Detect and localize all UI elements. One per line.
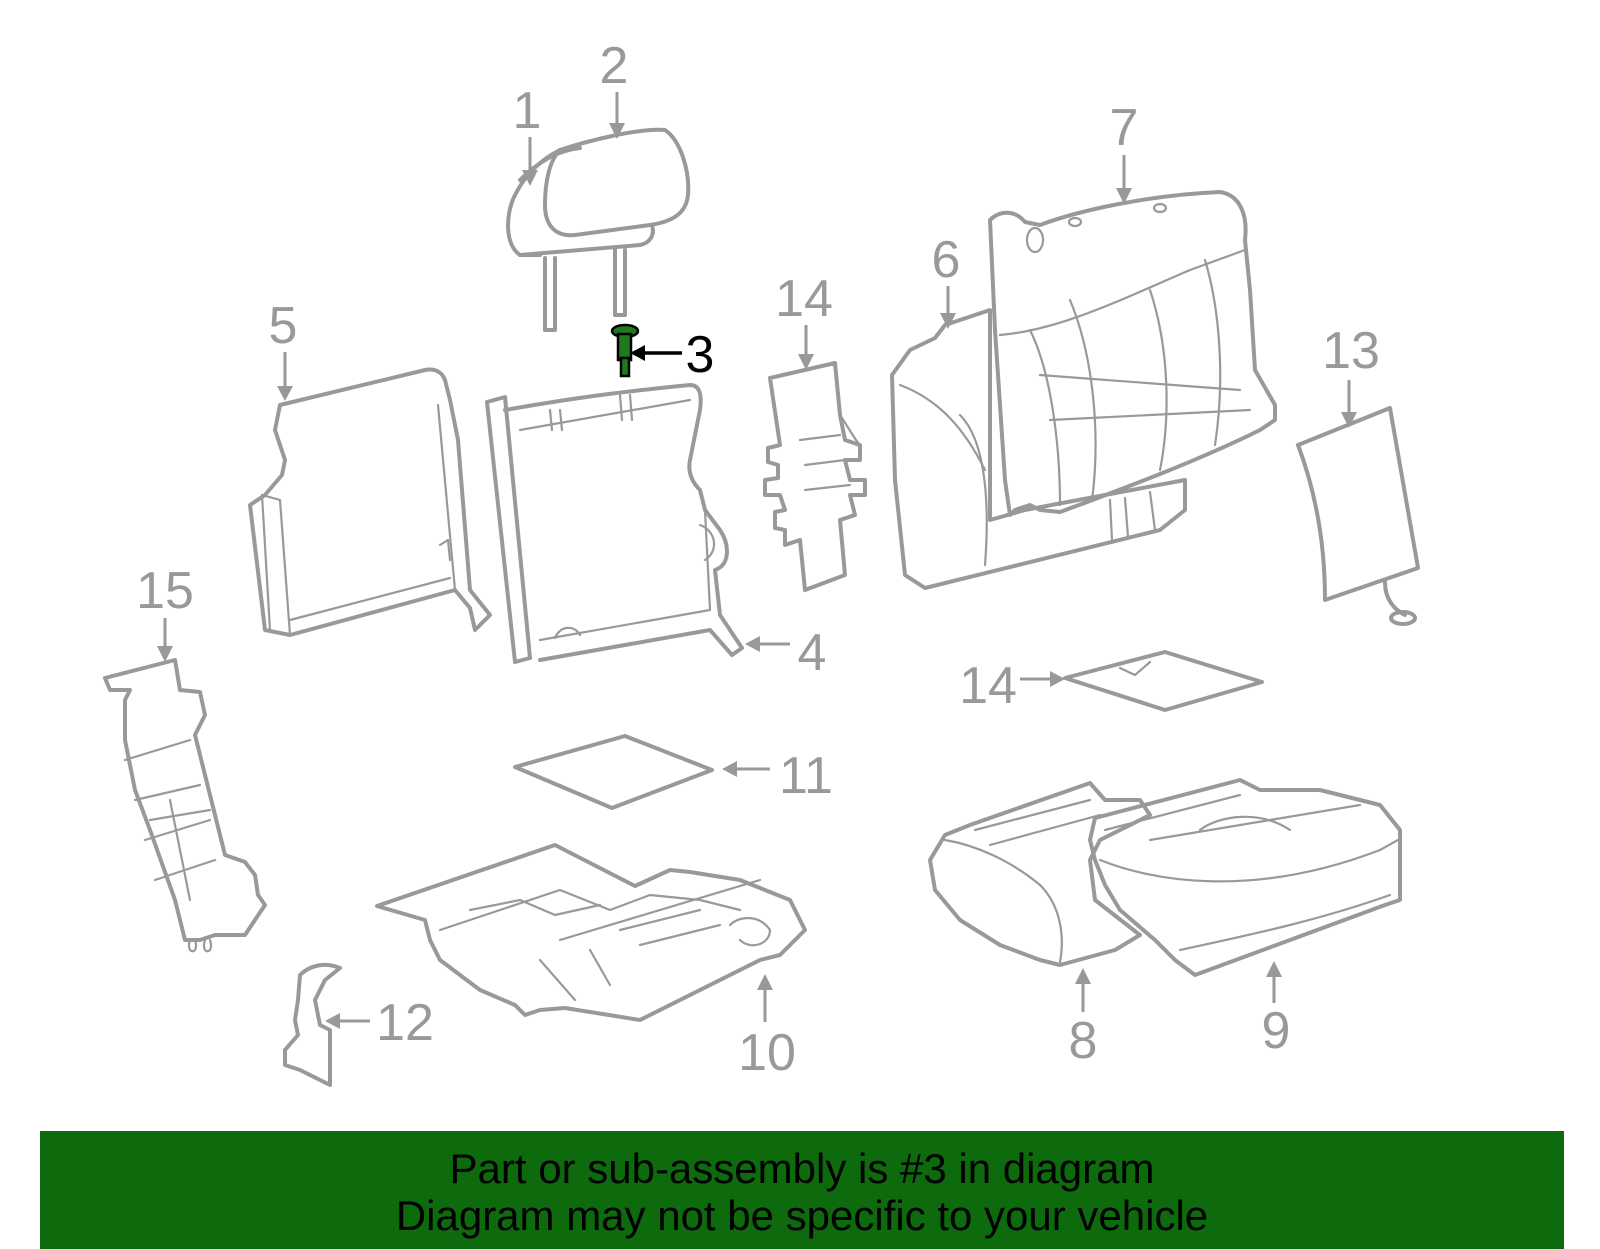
callout-2: 2 xyxy=(600,37,629,139)
info-banner: Part or sub-assembly is #3 in diagram Di… xyxy=(40,1131,1564,1249)
svg-text:1: 1 xyxy=(513,82,542,140)
callout-7: 7 xyxy=(1110,99,1139,204)
callout-15: 15 xyxy=(136,562,194,662)
seat-cushion-frame-part-10 xyxy=(375,843,807,1022)
headrest-part xyxy=(506,127,691,332)
svg-text:4: 4 xyxy=(798,624,827,682)
svg-text:2: 2 xyxy=(600,37,629,95)
svg-text:12: 12 xyxy=(376,994,434,1052)
banner-part-text: Part or sub-assembly is #3 in diagram xyxy=(449,1145,1155,1192)
callout-8: 8 xyxy=(1069,968,1098,1070)
seat-back-cover-part-7 xyxy=(988,190,1277,517)
seat-back-frame-part-4 xyxy=(485,383,744,664)
svg-text:9: 9 xyxy=(1262,1002,1291,1060)
heater-element-part-14-upper xyxy=(763,361,867,592)
svg-text:14: 14 xyxy=(775,270,833,328)
seat-cushion-cover-part-9 xyxy=(1088,778,1402,977)
callout-6: 6 xyxy=(932,231,961,329)
bracket-part-12 xyxy=(283,962,342,1087)
svg-text:13: 13 xyxy=(1322,322,1380,380)
svg-text:11: 11 xyxy=(779,747,833,805)
svg-text:15: 15 xyxy=(136,562,194,620)
seat-back-panel-part-5 xyxy=(248,367,492,637)
banner-disclaimer-text: Diagram may not be specific to your vehi… xyxy=(395,1192,1209,1239)
callout-10: 10 xyxy=(738,974,796,1082)
callout-12: 12 xyxy=(325,994,434,1052)
heater-pad-part-11 xyxy=(513,734,714,810)
svg-text:8: 8 xyxy=(1069,1012,1098,1070)
callout-14-upper: 14 xyxy=(775,270,833,370)
callout-1: 1 xyxy=(513,82,542,186)
callout-5: 5 xyxy=(269,297,298,401)
callout-14-lower: 14 xyxy=(959,657,1065,715)
svg-text:7: 7 xyxy=(1110,99,1139,157)
headrest-guide-part-3 xyxy=(610,323,640,378)
seat-cushion-pad-part-8 xyxy=(928,781,1152,967)
heater-pad-part-14-lower xyxy=(1063,650,1264,712)
svg-text:10: 10 xyxy=(738,1024,796,1082)
svg-text:14: 14 xyxy=(959,657,1017,715)
callout-4: 4 xyxy=(745,624,826,682)
svg-text:3: 3 xyxy=(686,326,715,384)
svg-text:6: 6 xyxy=(932,231,961,289)
side-shield-part-15 xyxy=(103,658,267,953)
svg-text:5: 5 xyxy=(269,297,298,355)
back-cushion-pad-part-6 xyxy=(890,308,1187,590)
back-panel-part-13 xyxy=(1296,406,1420,626)
callout-13: 13 xyxy=(1322,322,1380,428)
callout-11: 11 xyxy=(722,747,833,805)
callout-3: 3 xyxy=(630,326,714,384)
callout-9: 9 xyxy=(1262,961,1291,1060)
